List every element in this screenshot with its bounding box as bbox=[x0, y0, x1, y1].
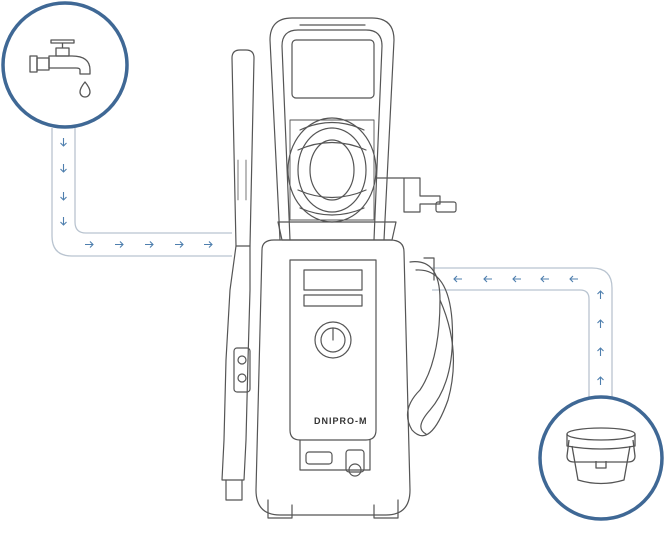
arrow-left bbox=[483, 275, 492, 283]
arrow-down bbox=[60, 192, 67, 201]
arrow-right bbox=[115, 241, 124, 248]
left-supply-pipe bbox=[51, 128, 232, 257]
arrow-up bbox=[597, 347, 604, 356]
arrow-right bbox=[175, 241, 184, 248]
bucket-icon bbox=[566, 427, 636, 485]
arrow-up bbox=[597, 290, 604, 299]
brand-label: DNIPRO-M bbox=[314, 416, 368, 426]
arrow-left bbox=[512, 275, 521, 283]
arrow-left bbox=[540, 275, 549, 283]
tap-circle bbox=[1, 1, 129, 129]
bucket-circle bbox=[538, 395, 664, 521]
arrow-down bbox=[60, 138, 67, 147]
arrow-left bbox=[569, 275, 578, 283]
arrow-up bbox=[597, 319, 604, 328]
arrow-right bbox=[145, 241, 154, 248]
arrow-right bbox=[85, 241, 94, 248]
water-bucket-node bbox=[538, 395, 664, 521]
right-flow-arrows bbox=[453, 275, 604, 385]
arrow-up bbox=[597, 376, 604, 385]
pressure-washer-sketch bbox=[221, 17, 457, 519]
water-tap-icon bbox=[29, 39, 91, 98]
arrow-right bbox=[204, 241, 213, 248]
left-flow-arrows bbox=[60, 138, 213, 248]
arrow-left bbox=[453, 275, 462, 283]
right-supply-pipe bbox=[432, 267, 613, 400]
arrow-down bbox=[60, 164, 67, 173]
water-tap-node bbox=[1, 1, 129, 129]
arrow-down bbox=[60, 217, 67, 226]
